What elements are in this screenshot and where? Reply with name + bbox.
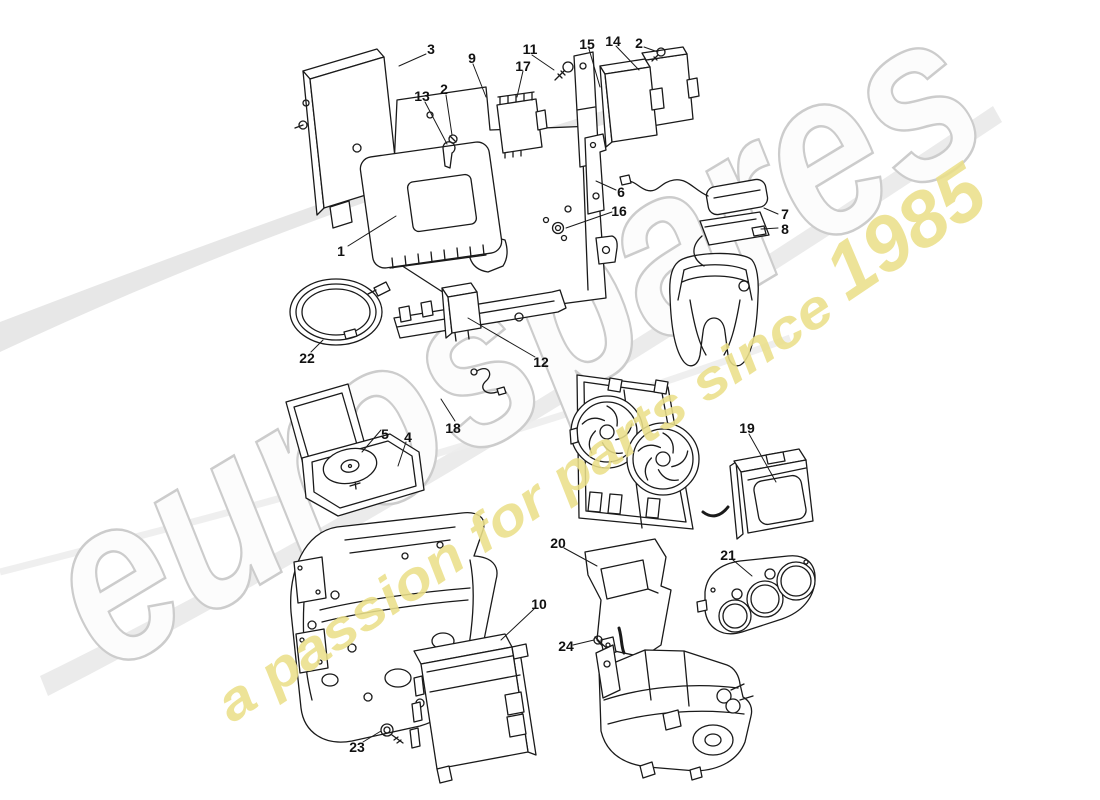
- callout-13: 13: [414, 88, 430, 104]
- clamp-13: [442, 141, 456, 169]
- plate-8: [699, 211, 770, 246]
- screw-2-mid: [448, 134, 458, 144]
- location-arrow-antenna: [693, 235, 705, 267]
- callout-22: 22: [299, 350, 315, 366]
- callout-20: 20: [550, 535, 566, 551]
- callout-24: 24: [558, 638, 574, 654]
- callout-8: 8: [781, 221, 789, 237]
- callout-5: 5: [381, 426, 389, 442]
- callout-19: 19: [739, 420, 755, 436]
- bolt-23: [380, 723, 404, 744]
- heater-assembly: [595, 644, 754, 781]
- part-1-control-unit: [359, 141, 503, 269]
- callout-3: 3: [427, 41, 435, 57]
- module-10: [409, 633, 537, 784]
- cluster-21: [696, 555, 816, 635]
- pigtail-wire: [470, 367, 507, 396]
- callout-12: 12: [533, 354, 549, 370]
- callout-6: 6: [617, 184, 625, 200]
- disc-5: [322, 447, 378, 485]
- callout-1: 1: [337, 243, 345, 259]
- arrow-to-heater: [617, 626, 626, 655]
- arrow-fan-to-module: [701, 505, 730, 518]
- part-14-module: [599, 46, 700, 148]
- part-17-module: [496, 91, 548, 159]
- callout-4: 4: [404, 429, 412, 445]
- callout-9: 9: [468, 50, 476, 66]
- car-location-view: [669, 252, 759, 367]
- nut-16: [551, 221, 565, 235]
- callout-18: 18: [445, 420, 461, 436]
- callouts: 3 9 11 15 14 2 17 13 2 1 6 16 7 8 22 12 …: [299, 33, 789, 755]
- callout-2-mid: 2: [440, 81, 448, 97]
- callout-17: 17: [515, 58, 531, 74]
- relay-12: [441, 282, 482, 342]
- callout-15: 15: [579, 36, 595, 52]
- callout-11: 11: [523, 41, 538, 57]
- bracket-6: [584, 133, 607, 215]
- swoosh-main: [40, 106, 1002, 696]
- callout-23: 23: [349, 739, 365, 755]
- callout-7: 7: [781, 206, 789, 222]
- antenna-7: [619, 174, 769, 216]
- leader-lines: [310, 45, 779, 743]
- callout-2-top: 2: [635, 35, 643, 51]
- fan-assembly: [569, 374, 700, 530]
- bolt-11: [554, 61, 574, 81]
- callout-21: 21: [720, 547, 736, 563]
- callout-16: 16: [611, 203, 627, 219]
- callout-10: 10: [531, 596, 547, 612]
- module-19: [729, 448, 814, 540]
- callout-14: 14: [605, 33, 621, 49]
- cable-22: [289, 278, 391, 346]
